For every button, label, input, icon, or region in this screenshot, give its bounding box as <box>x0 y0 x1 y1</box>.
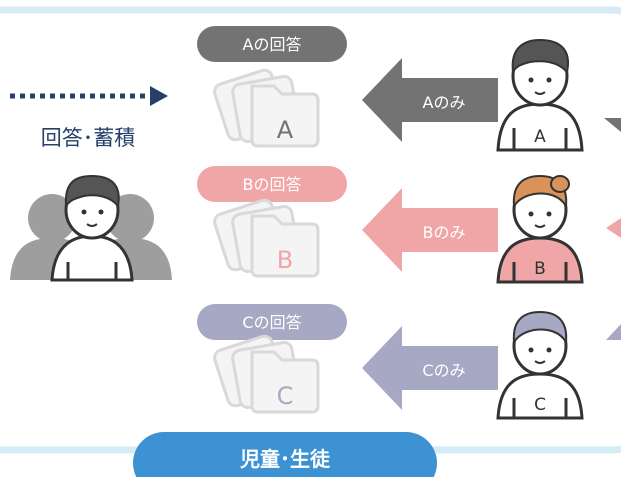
student-letter-b: B <box>534 259 546 279</box>
folder-letter-c: C <box>277 382 294 410</box>
footer-label: 児童･生徒 <box>239 447 331 471</box>
row-a: Aの回答 A Aのみ A <box>197 26 621 152</box>
arrow-b-label: Bのみ <box>423 223 466 242</box>
side-arrow-c <box>606 324 621 340</box>
student-letter-c: C <box>534 395 546 415</box>
answer-pill-b <box>197 166 347 202</box>
teacher-with-group-icon <box>10 174 172 282</box>
answer-pill-c-label: Cの回答 <box>242 313 301 332</box>
folder-stack-icon <box>213 334 320 414</box>
arrow-a <box>362 58 498 142</box>
student-person-icon <box>496 310 584 420</box>
answer-pill-b-label: Bの回答 <box>243 175 302 194</box>
student-person-icon <box>496 38 584 152</box>
student-person-icon <box>496 174 584 284</box>
answer-pill-a-label: Aの回答 <box>243 35 302 54</box>
arrow-b <box>362 188 498 272</box>
dotted-right-arrow-icon <box>10 86 168 106</box>
folder-letter-a: A <box>277 116 294 144</box>
footer-pill <box>133 432 437 477</box>
folder-stack-icon <box>213 198 320 278</box>
accumulate-label: 回答･蓄積 <box>41 126 136 150</box>
side-arrow-b <box>606 218 621 238</box>
student-letter-a: A <box>534 127 546 147</box>
arrow-a-label: Aのみ <box>423 93 466 112</box>
row-b: Bの回答 B Bのみ B <box>197 166 621 284</box>
folder-letter-b: B <box>277 246 293 274</box>
folder-stack-icon <box>213 68 320 148</box>
arrow-c <box>362 326 498 410</box>
row-c: Cの回答 C Cのみ C <box>197 304 621 420</box>
arrow-c-label: Cのみ <box>422 361 465 380</box>
side-arrow-a <box>604 118 621 132</box>
answer-pill-c <box>197 304 347 340</box>
answer-pill-a <box>197 26 347 62</box>
